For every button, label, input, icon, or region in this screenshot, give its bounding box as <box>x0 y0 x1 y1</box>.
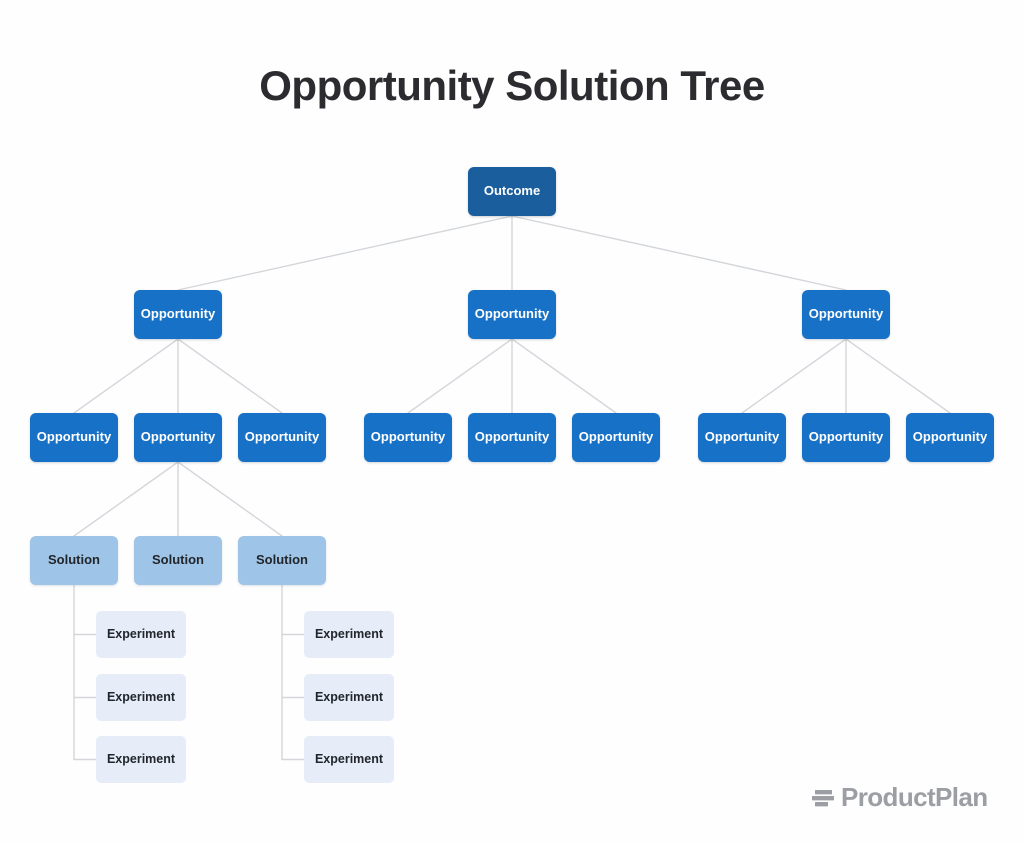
node-opp-b[interactable]: Opportunity <box>468 290 556 339</box>
node-exp-1a[interactable]: Experiment <box>96 611 186 658</box>
node-label: Opportunity <box>36 429 112 445</box>
node-label: Outcome <box>483 183 541 199</box>
connector-opp-b-to-opp-b3 <box>511 338 617 414</box>
node-label: Opportunity <box>244 429 320 445</box>
node-label: Experiment <box>314 689 384 704</box>
node-opp-c1[interactable]: Opportunity <box>698 413 786 462</box>
node-label: Solution <box>48 552 100 568</box>
node-opp-c[interactable]: Opportunity <box>802 290 890 339</box>
node-opp-a2[interactable]: Opportunity <box>134 413 222 462</box>
node-opp-b2[interactable]: Opportunity <box>468 413 556 462</box>
connector-outcome-to-opp-a <box>177 215 513 291</box>
node-exp-1b[interactable]: Experiment <box>96 674 186 721</box>
node-label: Opportunity <box>474 429 550 445</box>
node-exp-3a[interactable]: Experiment <box>304 611 394 658</box>
node-label: Opportunity <box>704 429 780 445</box>
node-opp-c3[interactable]: Opportunity <box>906 413 994 462</box>
node-label: Opportunity <box>912 429 988 445</box>
logo-wordmark: ProductPlan <box>841 782 988 812</box>
node-opp-b1[interactable]: Opportunity <box>364 413 452 462</box>
node-label: Opportunity <box>370 429 446 445</box>
node-sol-1[interactable]: Solution <box>30 536 118 585</box>
node-opp-b3[interactable]: Opportunity <box>572 413 660 462</box>
connector-opp-c-to-opp-c3 <box>845 338 951 414</box>
connector-opp-a2-to-sol-3 <box>177 461 283 537</box>
stacked-bars-icon <box>812 789 834 806</box>
node-label: Experiment <box>106 689 176 704</box>
node-label: Experiment <box>314 751 384 766</box>
connector-opp-a-to-opp-a3 <box>177 338 283 414</box>
productplan-logo: ProductPlan <box>812 782 988 813</box>
node-sol-2[interactable]: Solution <box>134 536 222 585</box>
node-label: Opportunity <box>578 429 654 445</box>
node-label: Opportunity <box>808 306 884 322</box>
node-exp-3c[interactable]: Experiment <box>304 736 394 783</box>
node-label: Experiment <box>314 626 384 641</box>
node-exp-3b[interactable]: Experiment <box>304 674 394 721</box>
connector-opp-a2-to-sol-1 <box>73 461 179 537</box>
node-opp-a3[interactable]: Opportunity <box>238 413 326 462</box>
node-label: Solution <box>152 552 204 568</box>
connector-opp-c-to-opp-c1 <box>741 338 847 414</box>
connector-outcome-to-opp-c <box>511 215 847 291</box>
page-title: Opportunity Solution Tree <box>259 62 765 109</box>
node-outcome[interactable]: Outcome <box>468 167 556 216</box>
node-label: Opportunity <box>140 429 216 445</box>
node-opp-a1[interactable]: Opportunity <box>30 413 118 462</box>
node-label: Opportunity <box>140 306 216 322</box>
node-label: Experiment <box>106 626 176 641</box>
node-label: Opportunity <box>474 306 550 322</box>
node-exp-1c[interactable]: Experiment <box>96 736 186 783</box>
node-label: Opportunity <box>808 429 884 445</box>
connector-opp-a-to-opp-a1 <box>73 338 179 414</box>
node-opp-a[interactable]: Opportunity <box>134 290 222 339</box>
node-label: Solution <box>256 552 308 568</box>
node-label: Experiment <box>106 751 176 766</box>
node-sol-3[interactable]: Solution <box>238 536 326 585</box>
node-opp-c2[interactable]: Opportunity <box>802 413 890 462</box>
connector-opp-b-to-opp-b1 <box>407 338 513 414</box>
